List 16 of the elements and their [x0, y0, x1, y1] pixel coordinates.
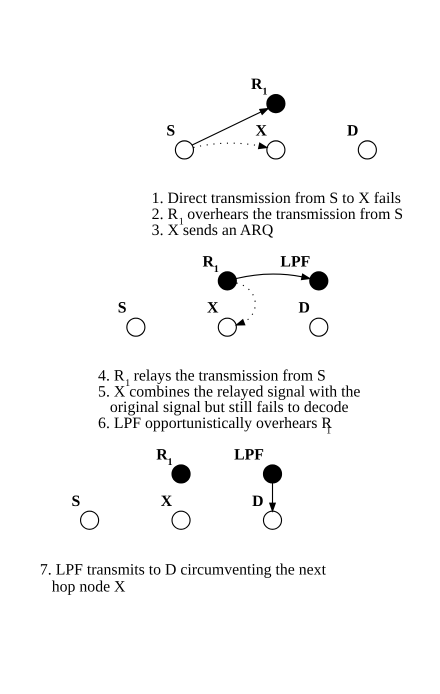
- node-label: R$_{1}$: [202, 252, 219, 274]
- label: 1. Direct transmission from S to X fails: [152, 190, 401, 207]
- node-label: S: [166, 122, 176, 139]
- node-label: LPF: [280, 252, 310, 270]
- node-label: S: [118, 299, 127, 316]
- node-label: R$_{1}$: [156, 446, 173, 468]
- node-label: S: [72, 492, 80, 510]
- node-label: D: [298, 299, 310, 316]
- node-label: X: [207, 299, 218, 316]
- node-label: X: [160, 492, 172, 510]
- node-label: X: [256, 122, 267, 139]
- label: 7. LPF transmits to D circumventing the next hop node X: [40, 561, 326, 596]
- node-label: D: [252, 492, 264, 510]
- node-label: LPF: [234, 446, 264, 464]
- node-label: D: [347, 122, 358, 139]
- node-label: R$_{1}$: [251, 76, 268, 98]
